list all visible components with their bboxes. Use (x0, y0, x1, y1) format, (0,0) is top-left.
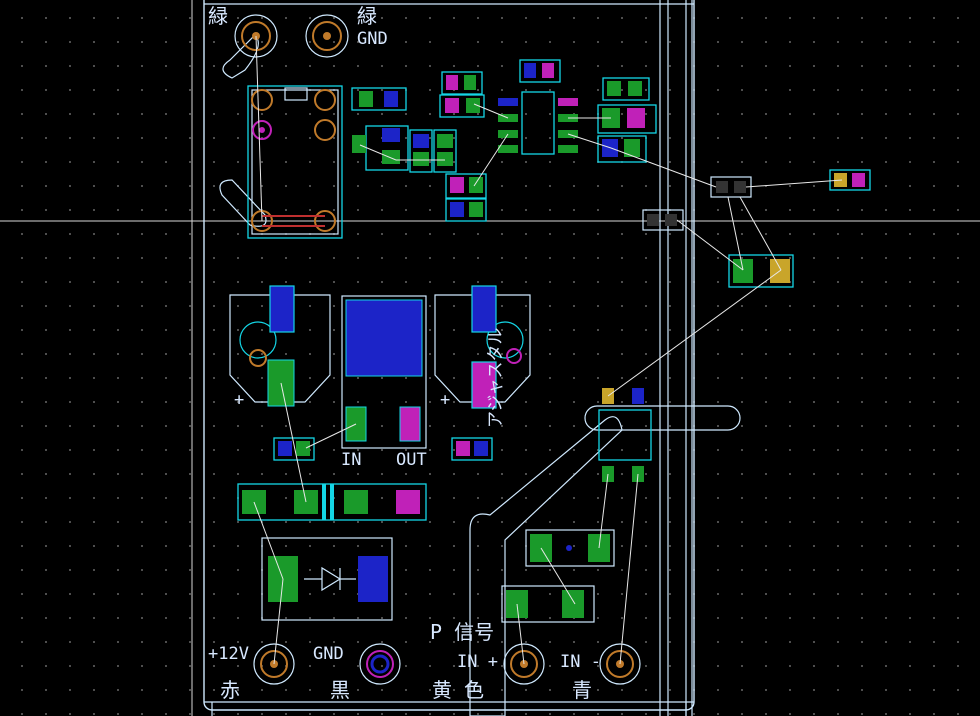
cap-right (434, 285, 531, 409)
ic-sop8 (498, 91, 578, 155)
label-12v: +12V (208, 644, 249, 664)
label-green-left: 緑 (208, 4, 228, 28)
label-in: IN (341, 450, 362, 470)
label-gnd-top: GND (357, 29, 388, 49)
label-black: 黒 (330, 678, 350, 702)
label-p-signal: P 信号 (430, 620, 495, 644)
label-yellow: 黄 色 (432, 678, 485, 702)
terminal-gnd (359, 643, 401, 685)
terminal-green-gnd (305, 14, 349, 58)
label-out: OUT (396, 450, 427, 470)
label-blue: 青 (572, 678, 592, 702)
offboard-parts (642, 169, 871, 288)
smd-r-top-row (351, 59, 650, 111)
label-gnd-bottom: GND (313, 644, 344, 664)
label-plus-right: + (440, 390, 451, 410)
relay-footprint (247, 85, 343, 239)
diode (261, 537, 393, 621)
label-in-minus: IN - (560, 652, 601, 672)
label-in-plus: IN + (457, 652, 498, 672)
regulator-7805 (341, 295, 427, 449)
label-green-right: 緑 (357, 4, 377, 28)
label-adjust: アジャスタル (486, 327, 506, 428)
resistor-strip (237, 483, 427, 521)
board-outline (203, 0, 695, 716)
terminal-12v (253, 643, 295, 685)
ratsnest (253, 35, 843, 665)
label-plus-left: + (234, 390, 245, 410)
adjust-slot (469, 405, 741, 716)
smd-misc-top (352, 94, 657, 222)
smd-middle (267, 359, 493, 461)
trimmer (598, 388, 652, 482)
cap-left (229, 285, 331, 403)
label-red: 赤 (220, 678, 240, 702)
